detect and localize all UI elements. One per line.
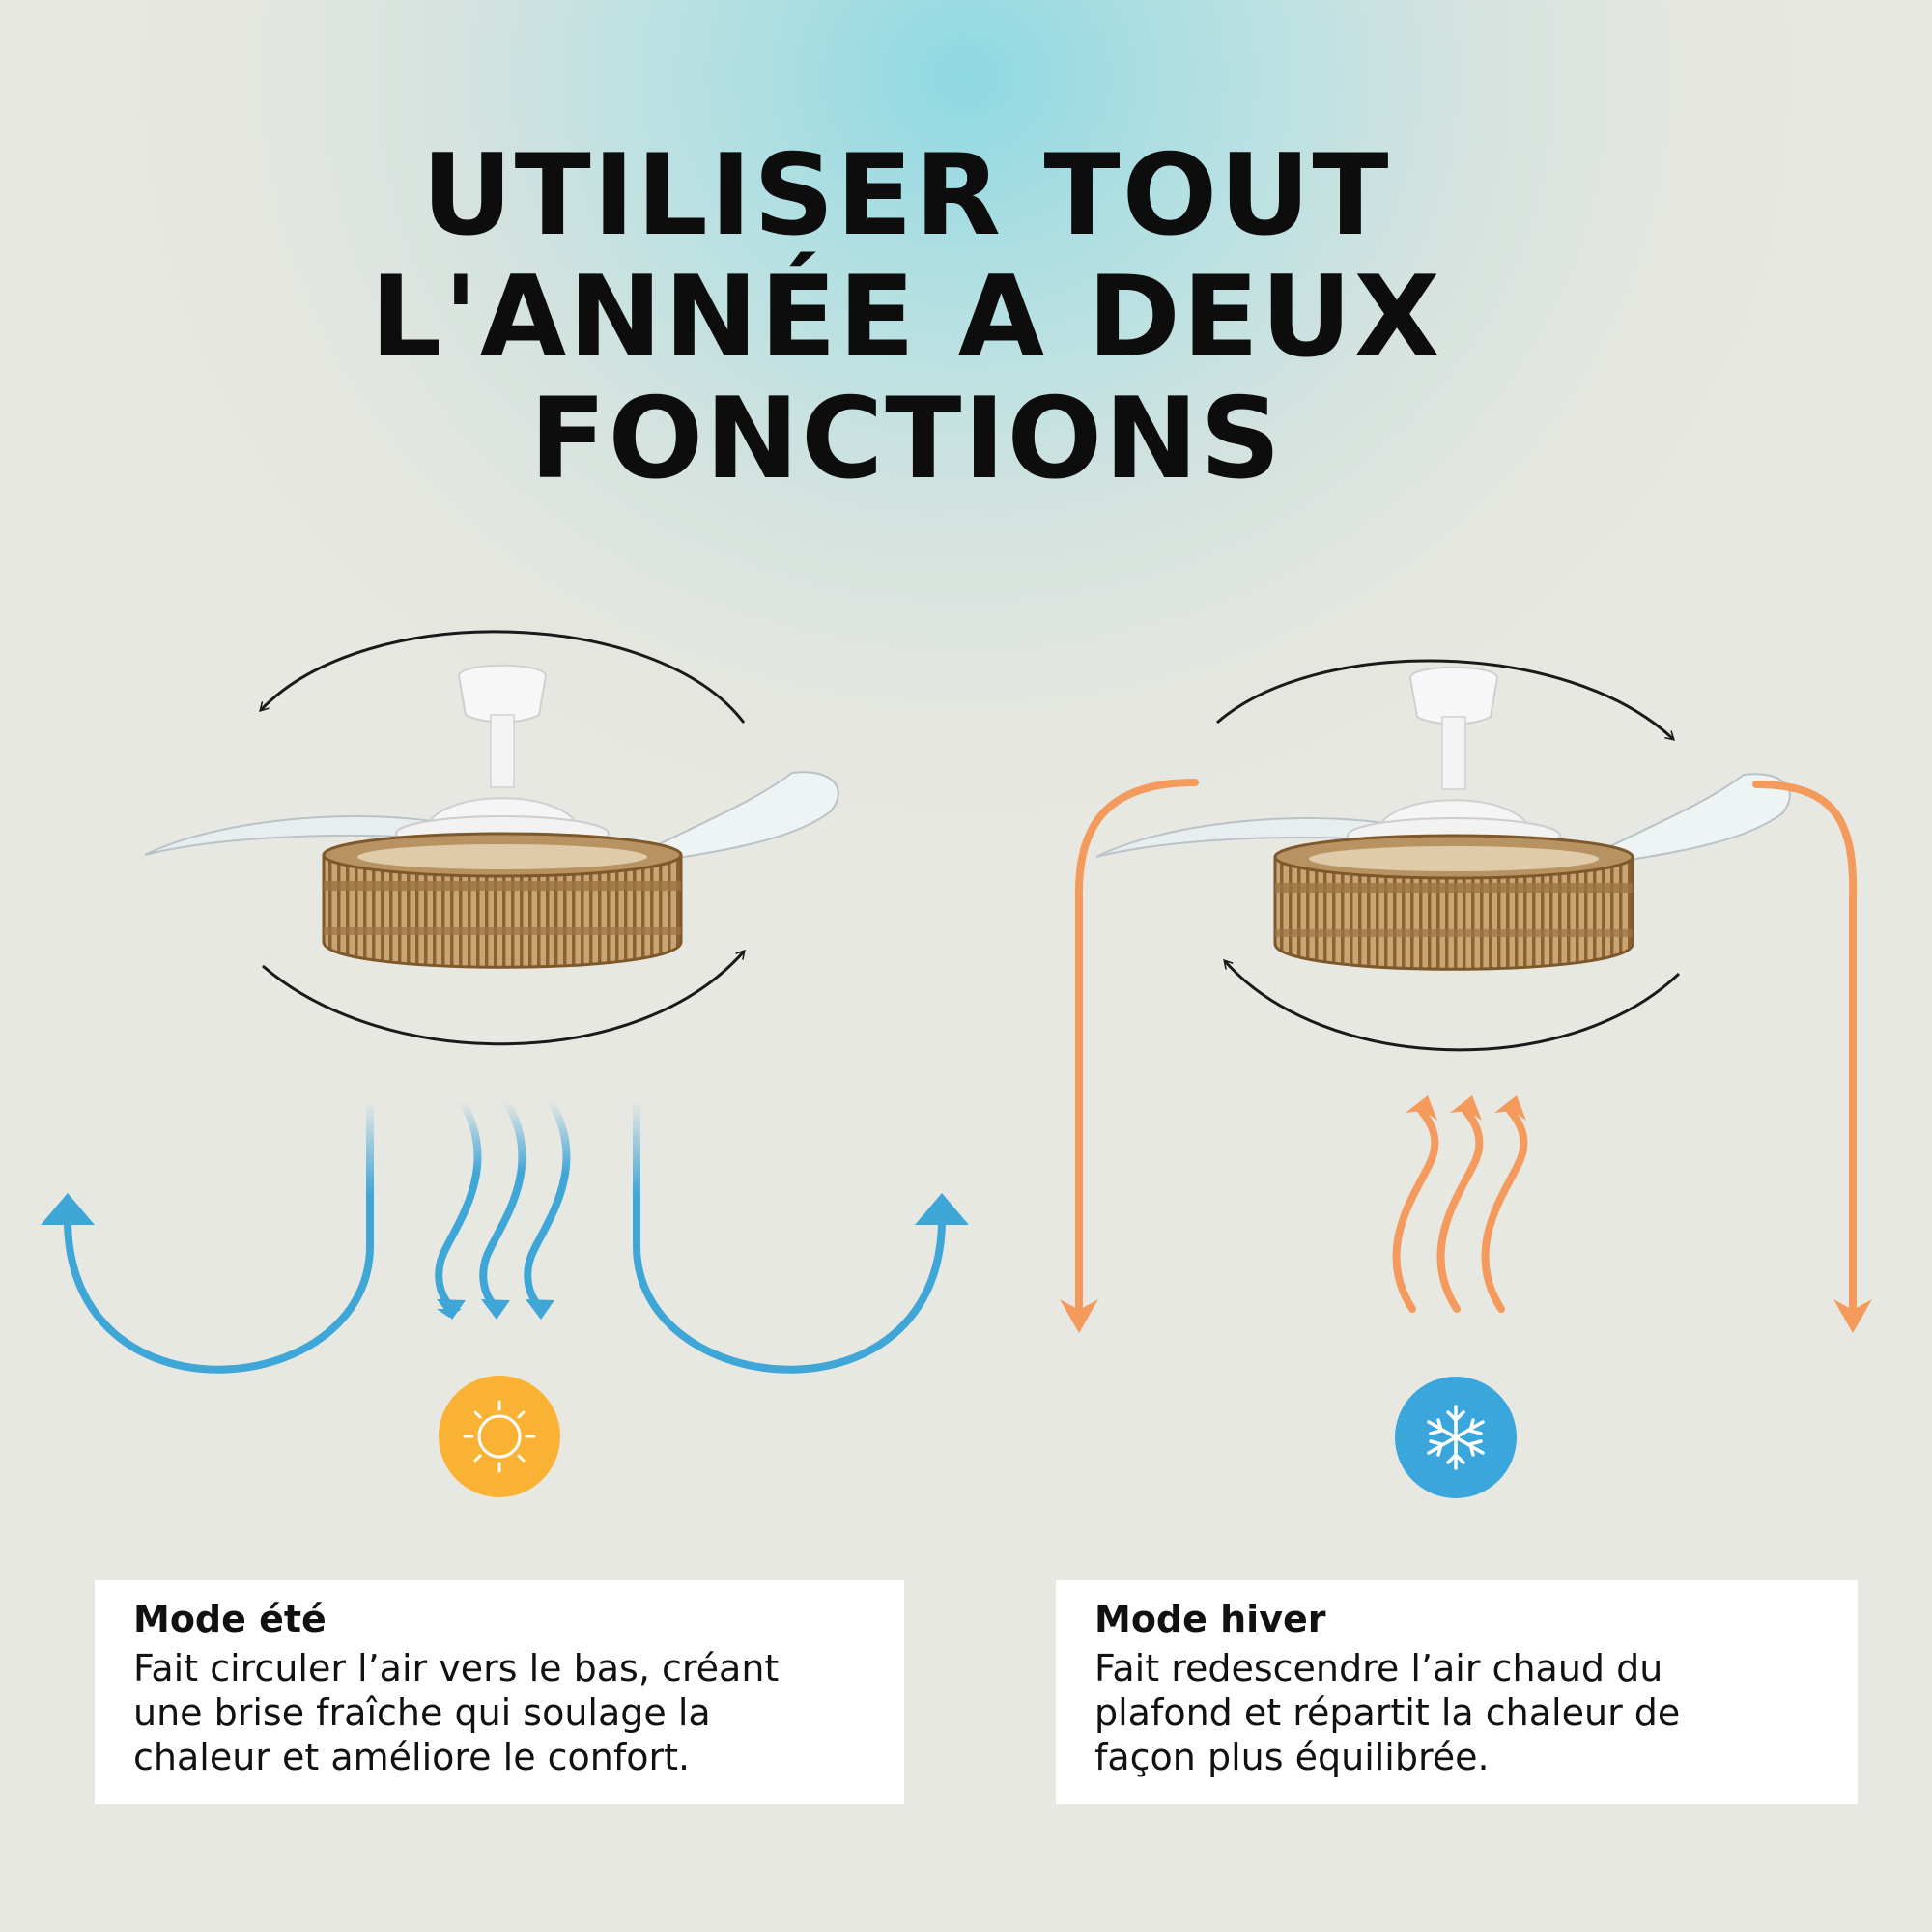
title-line-1: UTILISER TOUT <box>421 130 1391 261</box>
title-line-2: L'ANNÉE A DEUX <box>370 252 1442 383</box>
warm-air-arrowheads <box>1060 1095 1872 1333</box>
winter-mode-heading: Mode hiver <box>1094 1598 1326 1640</box>
page-title: UTILISER TOUT L'ANNÉE A DEUX FONCTIONS <box>0 135 1812 500</box>
sun-icon <box>439 1376 560 1497</box>
winter-desc-line-3: façon plus équilibrée. <box>1094 1736 1490 1778</box>
summer-desc-line-1: Fait circuler l’air vers le bas, créant <box>133 1647 780 1690</box>
summer-desc-line-2: une brise fraîche qui soulage la <box>133 1691 711 1734</box>
ceiling-fan-winter <box>1094 666 1792 971</box>
snowflake-icon <box>1395 1377 1517 1498</box>
cool-air-arrowheads <box>41 1193 969 1320</box>
warm-air-arrows <box>1074 779 1858 1327</box>
summer-mode-description: Fait circuler l’air vers le bas, créant … <box>133 1646 904 1779</box>
winter-desc-line-2: plafond et répartit la chaleur de <box>1094 1691 1681 1734</box>
winter-desc-line-1: Fait redescendre l’air chaud du <box>1094 1647 1663 1690</box>
cool-air-arrows <box>64 1097 946 1374</box>
summer-mode-card: Mode été Fait circuler l’air vers le bas… <box>95 1580 904 1804</box>
winter-mode-card: Mode hiver Fait redescendre l’air chaud … <box>1056 1580 1858 1804</box>
summer-mode-heading: Mode été <box>133 1598 327 1640</box>
title-line-3: FONCTIONS <box>529 374 1283 504</box>
summer-desc-line-3: chaleur et améliore le confort. <box>133 1736 691 1778</box>
winter-mode-description: Fait redescendre l’air chaud du plafond … <box>1094 1646 1858 1779</box>
